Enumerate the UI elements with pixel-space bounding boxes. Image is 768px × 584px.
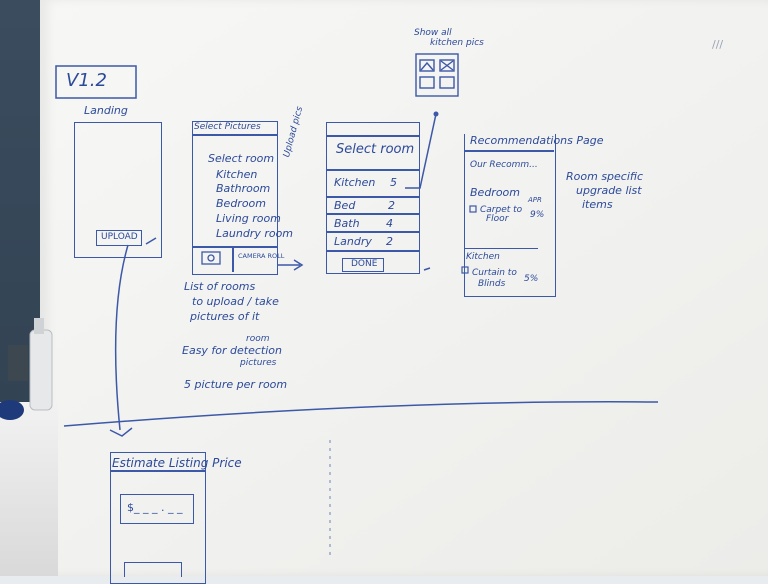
version-box bbox=[55, 65, 137, 99]
estimate-header: Estimate Listing Price bbox=[112, 456, 242, 470]
camera-lens-icon bbox=[207, 254, 215, 262]
landing-title: Landing bbox=[84, 104, 128, 117]
estimate-header-divider bbox=[110, 470, 206, 472]
bedroom-label: Bedroom bbox=[470, 186, 520, 199]
upload-button[interactable]: UPLOAD bbox=[96, 230, 142, 246]
select-pictures-header: Select Pictures bbox=[194, 122, 261, 132]
image-icon bbox=[420, 61, 434, 71]
room-option-laundry-room[interactable]: Laundry room bbox=[216, 227, 294, 240]
header-divider bbox=[192, 134, 278, 136]
footer-split bbox=[232, 246, 234, 272]
select-pictures-screen bbox=[192, 121, 278, 275]
pen-cup bbox=[8, 345, 28, 381]
kitchen-pics-label: kitchen pics bbox=[430, 38, 484, 48]
landing-arrow bbox=[114, 244, 129, 431]
show-all-label: Show all bbox=[414, 28, 452, 38]
room-row-count: 5 bbox=[390, 176, 397, 189]
room-row-name[interactable]: Bath bbox=[334, 217, 360, 230]
select-rooms-header: Select room bbox=[336, 142, 415, 157]
room-note-line: Room specific bbox=[566, 170, 644, 183]
recommendations-header: Recommendations Page bbox=[470, 134, 604, 147]
spray-nozzle bbox=[34, 318, 44, 334]
pictures-arrow-head bbox=[293, 259, 304, 271]
row-divider bbox=[326, 213, 420, 215]
bedroom-percent: 9% bbox=[530, 210, 545, 220]
rec-header-divider bbox=[464, 150, 554, 152]
recommendations-screen bbox=[464, 134, 556, 297]
desk-object bbox=[0, 400, 24, 420]
select-room-subtitle: Select room bbox=[208, 152, 275, 165]
note-rooms-line: List of rooms bbox=[184, 280, 256, 293]
note-rooms-line: to upload / take bbox=[192, 295, 279, 308]
camera-icon bbox=[201, 251, 221, 265]
note-room-word: room bbox=[246, 334, 270, 344]
rec-section-divider bbox=[464, 248, 538, 250]
kitchen-percent: 5% bbox=[524, 274, 539, 284]
room-note-line: items bbox=[582, 198, 613, 211]
bedroom-item-target: Floor bbox=[486, 214, 509, 224]
checkbox-icon bbox=[469, 205, 477, 213]
desk-surface bbox=[0, 402, 58, 576]
row-divider bbox=[326, 231, 420, 233]
arrow-dot bbox=[433, 111, 439, 117]
note-rooms-line: pictures of it bbox=[190, 310, 260, 323]
row-divider bbox=[326, 196, 420, 198]
rooms-header-divider bbox=[326, 135, 420, 137]
room-row-count: 2 bbox=[386, 235, 393, 248]
gallery-frame bbox=[415, 53, 459, 97]
image-icon bbox=[440, 60, 454, 71]
thumb-icon bbox=[419, 76, 435, 89]
room-row-name[interactable]: Landry bbox=[334, 235, 372, 248]
camera-roll-button[interactable]: CAMERA ROLL bbox=[238, 252, 285, 260]
footer-divider bbox=[192, 246, 278, 248]
room-option-bathroom[interactable]: Bathroom bbox=[216, 182, 271, 195]
done-arrow bbox=[423, 267, 431, 271]
row-divider bbox=[326, 169, 420, 171]
select-rooms-screen bbox=[326, 122, 420, 274]
kitchen-item[interactable]: Curtain to bbox=[472, 268, 517, 278]
room-option-kitchen[interactable]: Kitchen bbox=[216, 168, 258, 181]
room-option-bedroom[interactable]: Bedroom bbox=[216, 197, 266, 210]
bedroom-item[interactable]: Carpet to bbox=[480, 205, 523, 215]
upload-arrow bbox=[145, 237, 157, 245]
room-row-count: 2 bbox=[388, 199, 395, 212]
estimate-action-button[interactable] bbox=[124, 562, 182, 577]
note-pictures-per-room: 5 picture per room bbox=[184, 378, 288, 391]
price-input-value: $_ _ _ . _ _ bbox=[127, 501, 183, 514]
note-easy-line: pictures bbox=[240, 358, 277, 368]
thumb-icon bbox=[439, 76, 455, 89]
done-button-label: DONE bbox=[351, 259, 378, 269]
done-button[interactable]: DONE bbox=[342, 258, 384, 272]
thumb-icon bbox=[439, 59, 455, 72]
note-easy-line: Easy for detection bbox=[182, 344, 282, 357]
room-option-living-room[interactable]: Living room bbox=[216, 212, 281, 225]
board-divider-line bbox=[63, 400, 659, 427]
landing-screen bbox=[74, 122, 162, 258]
whiteboard bbox=[40, 0, 768, 576]
rec-intro: Our Recomm... bbox=[470, 160, 538, 170]
version-label: V1.2 bbox=[66, 70, 107, 91]
thumb-icon bbox=[419, 59, 435, 72]
checkbox-icon bbox=[461, 266, 469, 274]
apr-label: APR bbox=[528, 196, 542, 204]
kitchen-arrow bbox=[405, 113, 437, 189]
upload-button-label: UPLOAD bbox=[101, 232, 138, 242]
corner-note: /// bbox=[712, 38, 724, 51]
landing-arrow-head bbox=[109, 427, 133, 437]
room-row-name[interactable]: Kitchen bbox=[334, 176, 376, 189]
kitchen-item-target: Blinds bbox=[478, 279, 506, 289]
room-row-count: 4 bbox=[386, 217, 393, 230]
kitchen-label: Kitchen bbox=[466, 252, 500, 262]
room-note-line: upgrade list bbox=[576, 184, 642, 197]
row-divider bbox=[326, 250, 420, 252]
price-input[interactable]: $_ _ _ . _ _ bbox=[120, 494, 194, 524]
room-row-name[interactable]: Bed bbox=[334, 199, 356, 212]
